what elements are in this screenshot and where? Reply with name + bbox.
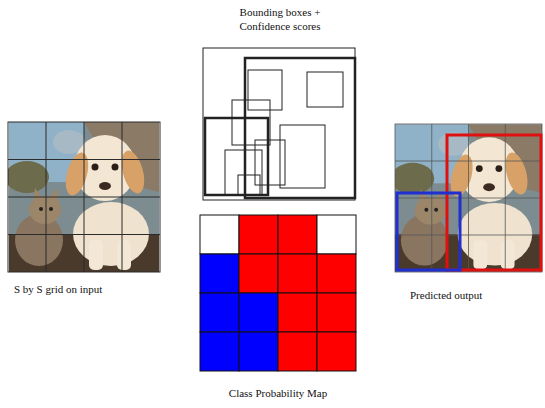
input-image (5, 122, 160, 272)
bounding-boxes (203, 48, 355, 200)
predicted-image (391, 124, 542, 272)
panel-caption: Class Probability Map (190, 386, 366, 400)
cat-box (397, 193, 460, 270)
class-probability-map (200, 215, 356, 371)
panel-caption: S by S grid on input (14, 282, 102, 296)
panel-caption: Predicted output (410, 288, 482, 302)
panel-heading: Bounding boxes + Confidence scores (226, 5, 334, 34)
